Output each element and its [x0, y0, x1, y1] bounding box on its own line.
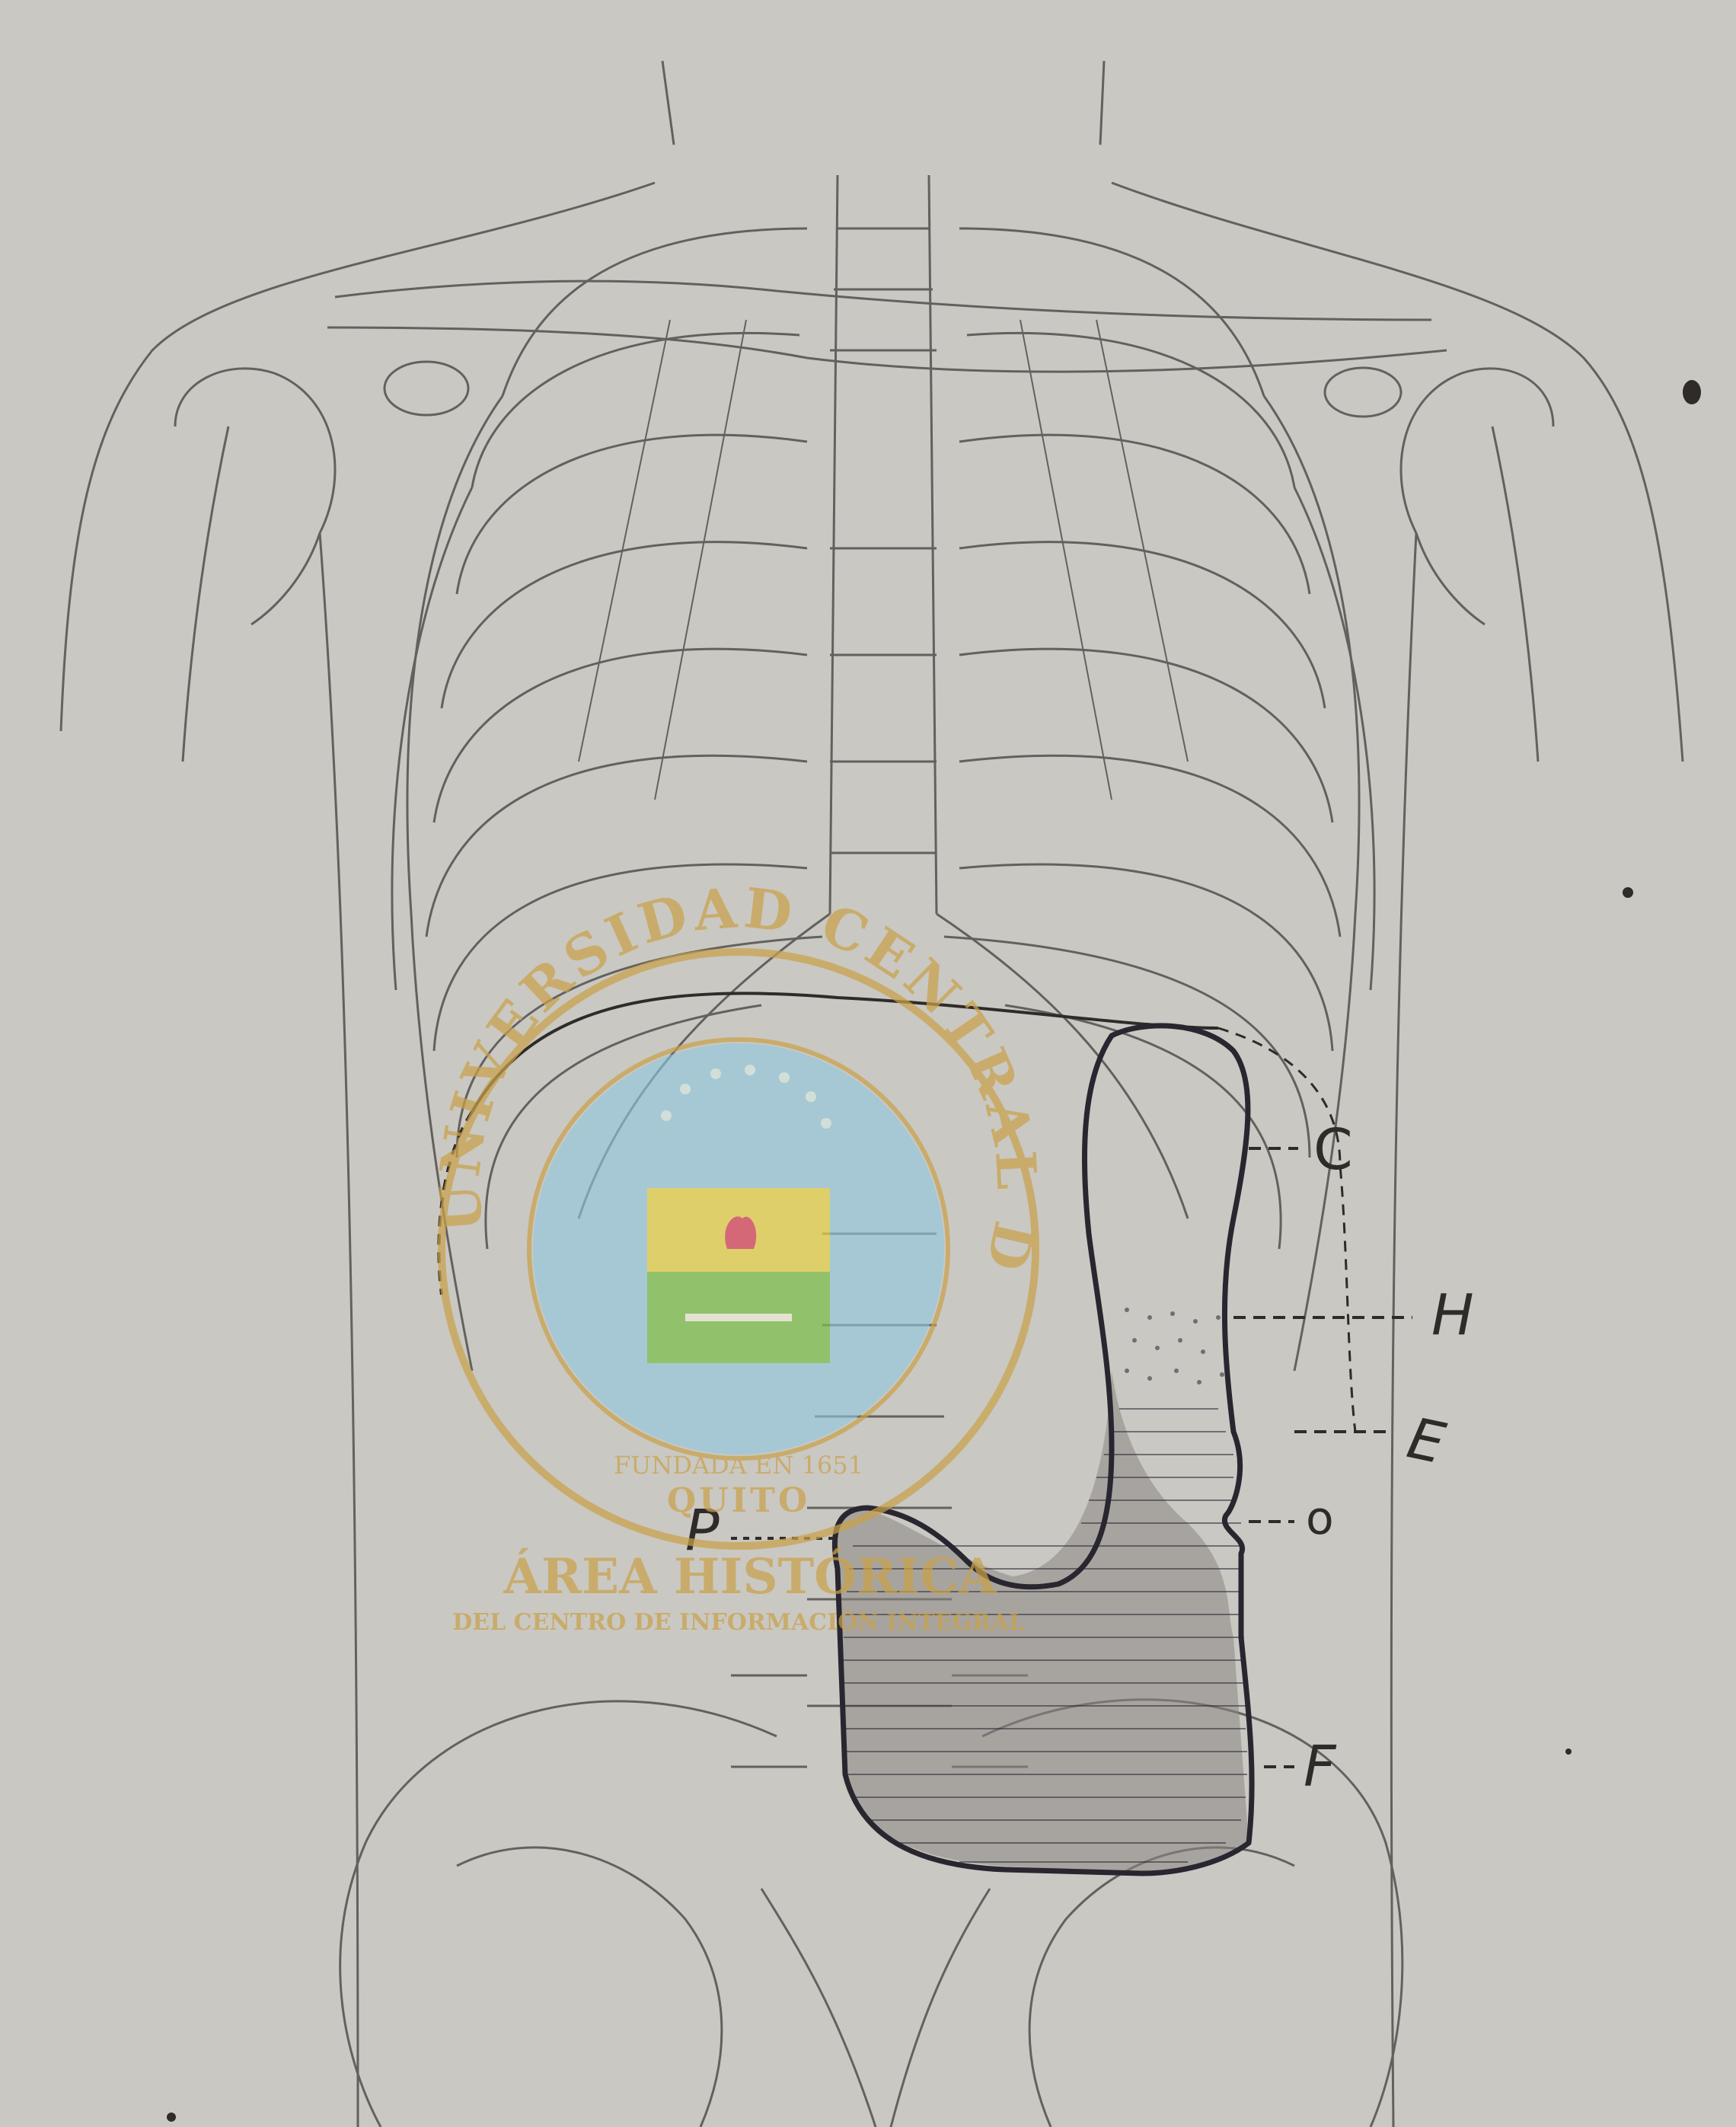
label-f: F [1304, 1734, 1337, 1800]
label-h: H [1431, 1282, 1474, 1348]
label-c: C [1313, 1117, 1353, 1183]
label-o: o [1306, 1492, 1334, 1545]
seal-city-text: QUITO [667, 1481, 810, 1520]
area-subtitle-text: DEL CENTRO DE INFORMACIÓN INTEGRAL [452, 1608, 1025, 1636]
area-title-text: ÁREA HISTÓRICA [503, 1548, 997, 1605]
shield-flame-icon [725, 1216, 756, 1249]
seal-founded-text: FUNDADA EN 1651 [614, 1451, 863, 1480]
